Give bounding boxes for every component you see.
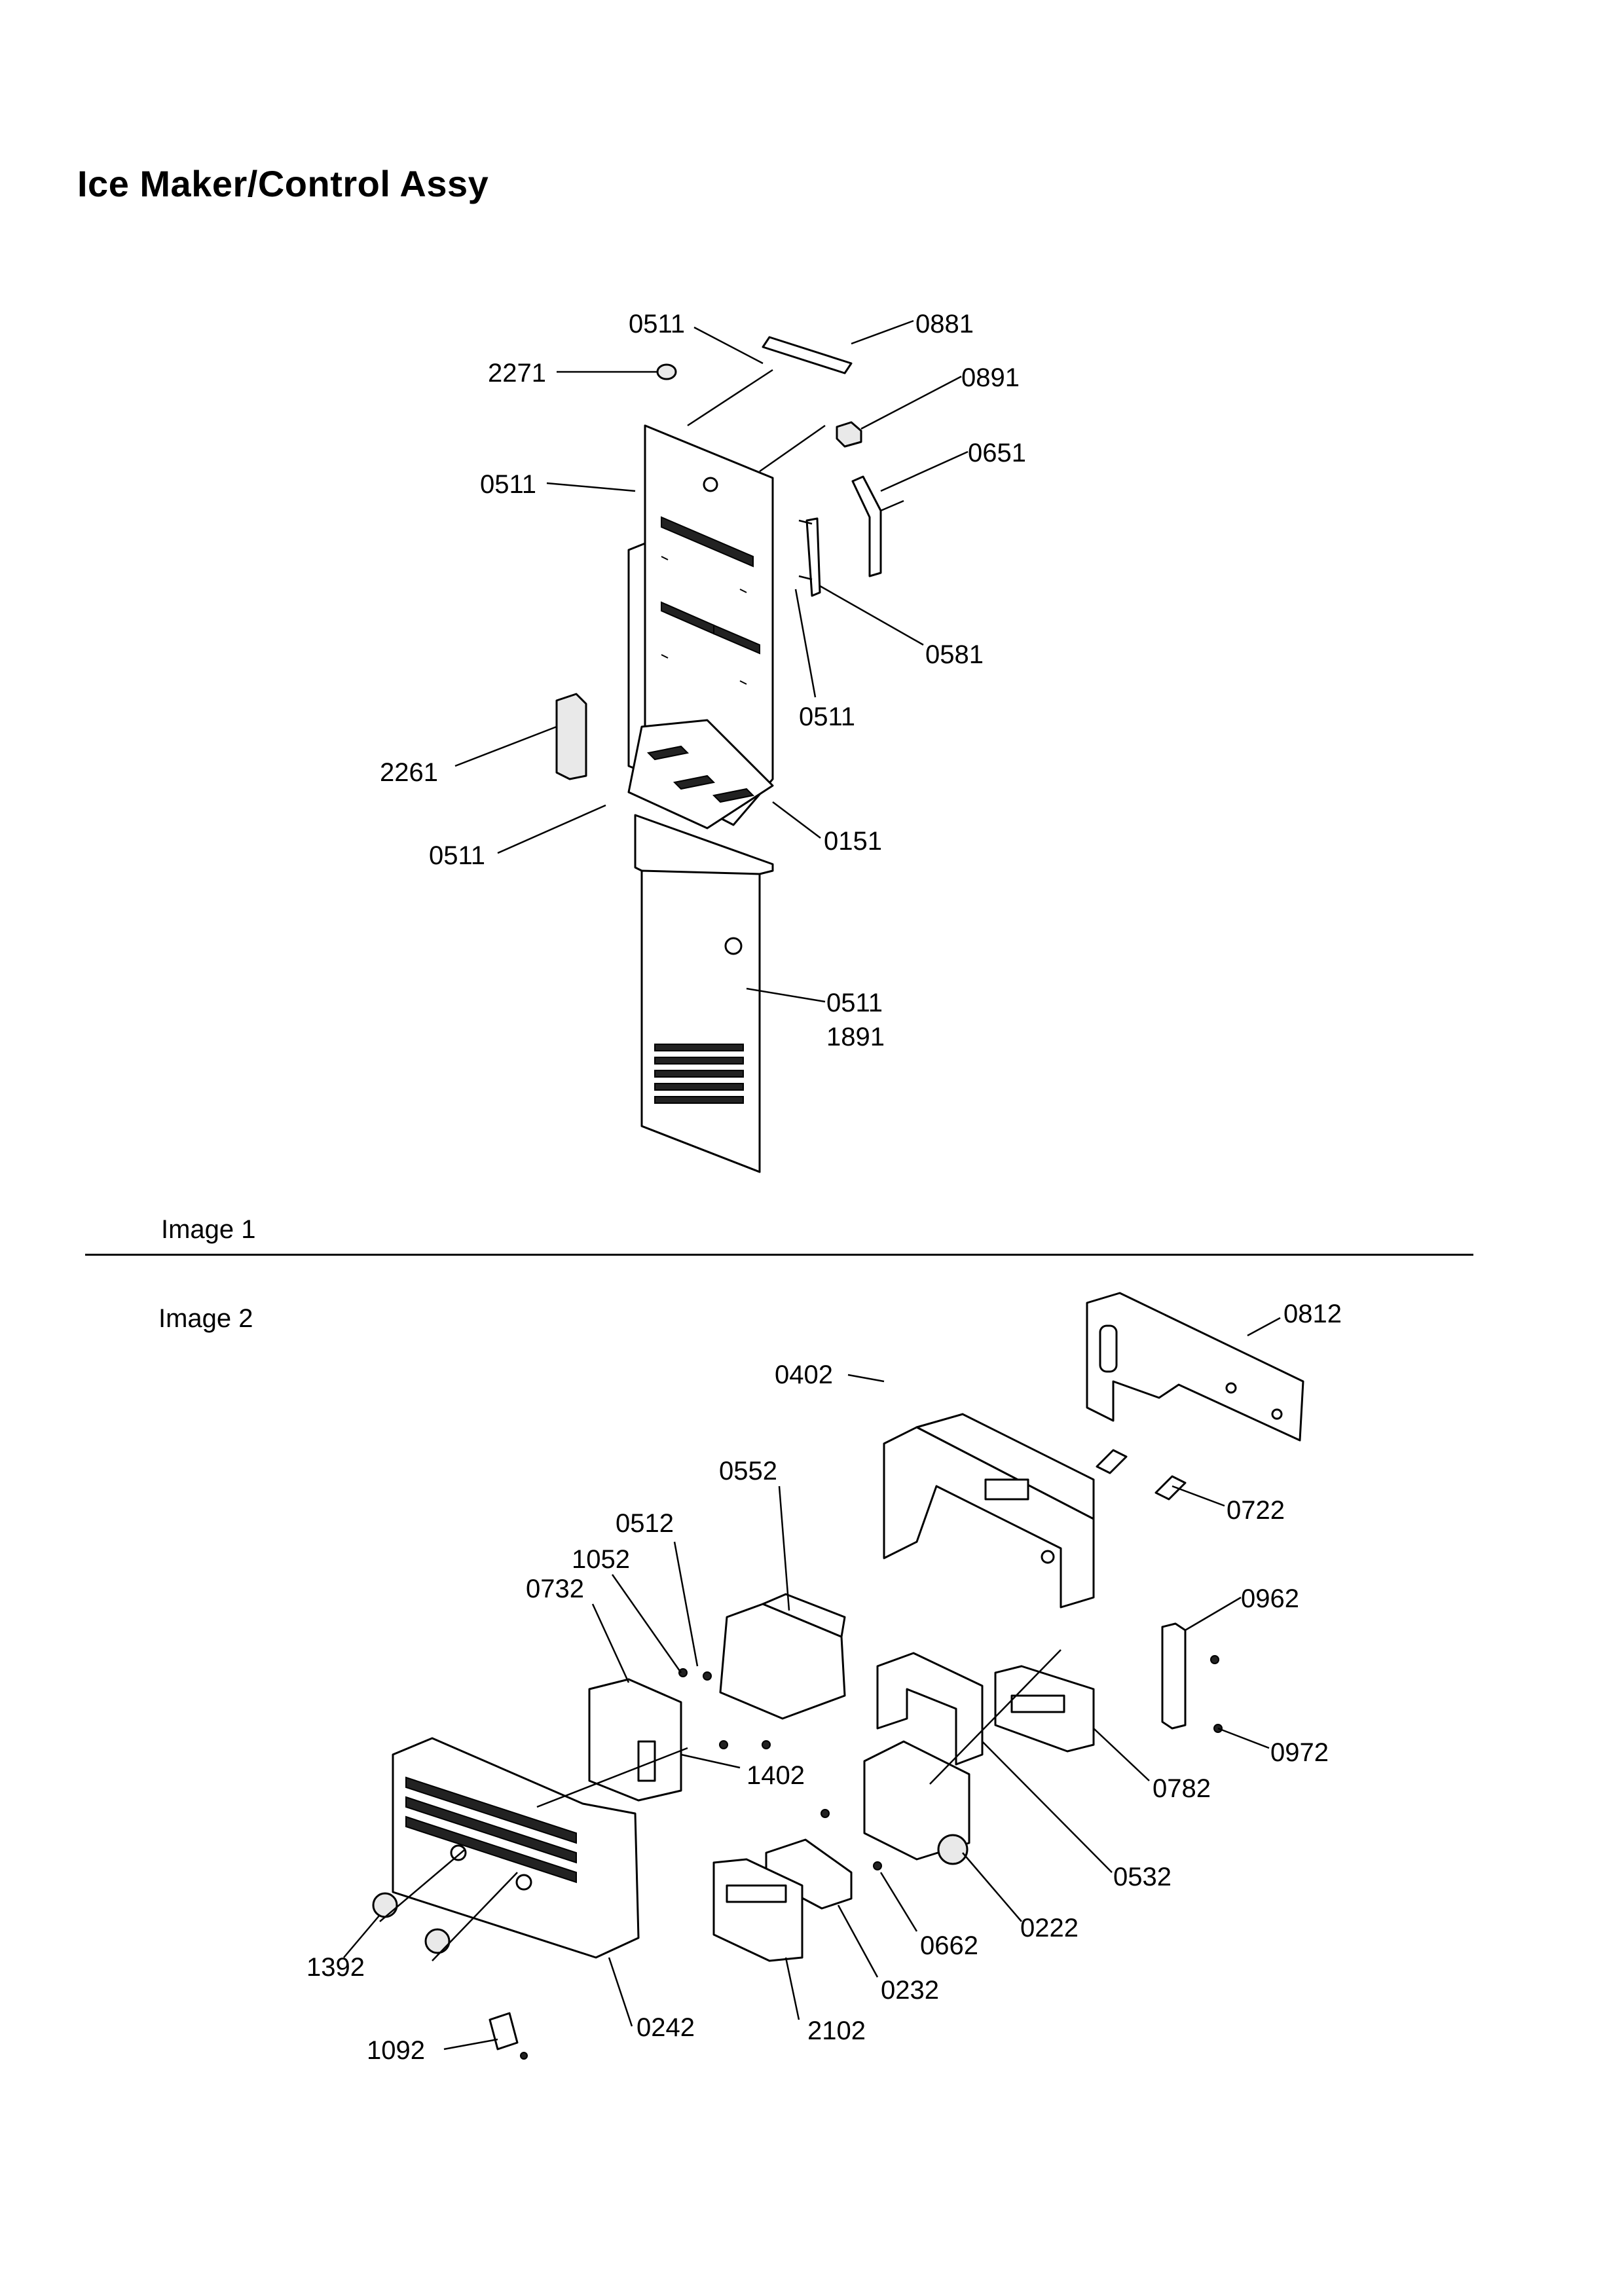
callout-0962: 0962 [1241, 1584, 1299, 1613]
image-1-callouts: 0511 0881 2271 0891 0651 0511 0581 0511 … [380, 310, 1026, 1051]
housing-louvers [661, 516, 760, 655]
callout-0511-b: 0511 [480, 470, 536, 499]
image-2-drawing: 0812 0402 0722 0552 0512 1052 0732 0962 … [306, 1292, 1342, 2065]
callout-0812: 0812 [1283, 1300, 1342, 1328]
callout-1402: 1402 [747, 1761, 805, 1790]
callout-1392: 1392 [306, 1953, 365, 1982]
callout-0881: 0881 [915, 310, 974, 338]
section-label-image-1: Image 1 [161, 1215, 256, 1244]
callout-0722: 0722 [1227, 1496, 1285, 1525]
page-title: Ice Maker/Control Assy [77, 163, 489, 204]
callout-1052: 1052 [572, 1545, 630, 1574]
callout-0782: 0782 [1153, 1774, 1211, 1803]
callout-1891: 1891 [826, 1023, 885, 1051]
callout-0532: 0532 [1113, 1863, 1172, 1891]
callout-0511-e: 0511 [826, 989, 883, 1017]
callout-0151: 0151 [824, 827, 882, 856]
front-panel-grille [405, 1776, 577, 1884]
callout-2102: 2102 [807, 2016, 866, 2045]
image-2-callouts: 0812 0402 0722 0552 0512 1052 0732 0962 … [306, 1300, 1342, 2065]
section-divider [85, 1254, 1473, 1256]
image-1-drawing: 0511 0881 2271 0891 0651 0511 0581 0511 … [380, 310, 1026, 1173]
callout-0662: 0662 [920, 1931, 978, 1960]
callout-2261: 2261 [380, 758, 438, 787]
callout-0511-c: 0511 [799, 702, 855, 731]
section-label-image-2: Image 2 [158, 1304, 253, 1333]
callout-0242: 0242 [637, 2013, 695, 2042]
callout-2271: 2271 [488, 359, 546, 388]
callout-0581: 0581 [925, 640, 984, 669]
callout-0222: 0222 [1020, 1914, 1079, 1942]
callout-0511-d: 0511 [429, 841, 485, 870]
callout-0512: 0512 [616, 1509, 674, 1538]
callout-0972: 0972 [1270, 1738, 1329, 1767]
callout-0732: 0732 [526, 1575, 584, 1603]
image-1-leader-lines [454, 319, 969, 1003]
callout-0232: 0232 [881, 1976, 939, 2005]
image-2-leader-lines [343, 1317, 1281, 2050]
callout-0402: 0402 [775, 1360, 833, 1389]
callout-0552: 0552 [719, 1457, 777, 1485]
callout-0891: 0891 [961, 363, 1020, 392]
callout-0651: 0651 [968, 439, 1026, 467]
callout-1092: 1092 [367, 2036, 425, 2065]
callout-0511-a: 0511 [629, 310, 685, 338]
lower-panel-vents [654, 1044, 744, 1104]
